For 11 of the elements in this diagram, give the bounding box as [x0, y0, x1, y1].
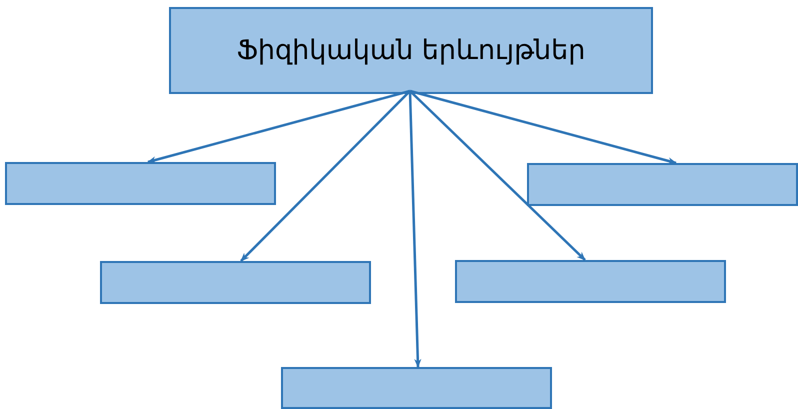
arrow: [409, 90, 586, 261]
arrow: [410, 90, 677, 164]
title-text: Ֆիզիկական երևույթներ: [236, 35, 586, 66]
arrow: [147, 90, 410, 164]
empty-box: [5, 162, 276, 205]
empty-box: [281, 367, 552, 409]
empty-box: [455, 260, 726, 303]
arrow: [240, 90, 411, 262]
title-box: [169, 7, 653, 94]
empty-box: [527, 163, 798, 206]
empty-box: [100, 261, 371, 304]
